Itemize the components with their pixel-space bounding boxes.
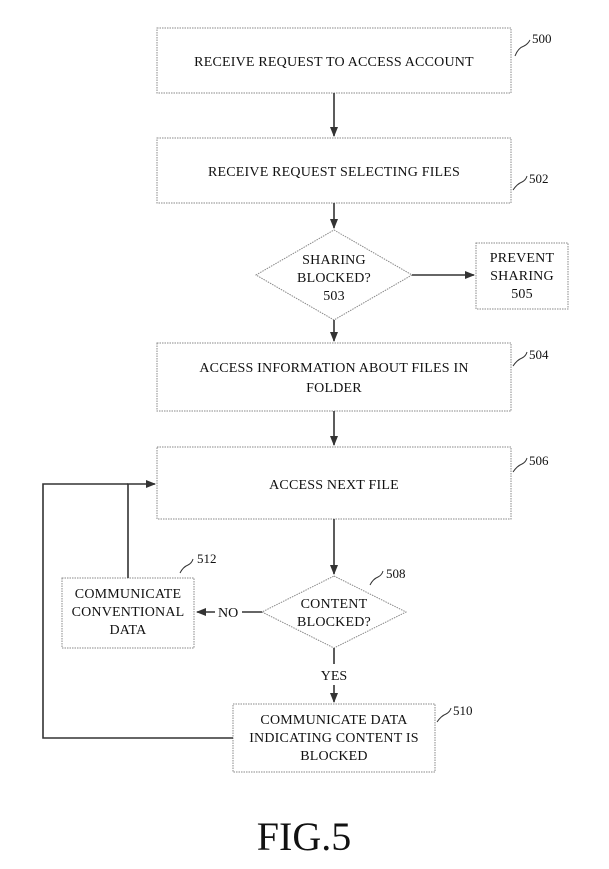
step-504-line-2: FOLDER: [306, 381, 362, 396]
step-510-box: [232, 703, 436, 773]
edge-512-506-loop: [127, 480, 156, 578]
step-502: RECEIVE REQUEST SELECTING FILES: [156, 137, 512, 204]
step-505-box: [475, 242, 569, 310]
step-500-box: [156, 27, 512, 94]
decision-503: SHARING BLOCKED? 503: [254, 229, 414, 321]
decision-508-diamond: [260, 575, 408, 649]
ref-label-510: 510: [453, 703, 473, 718]
step-504-box: [156, 342, 512, 412]
figure-label: FIG.5: [257, 814, 351, 859]
step-512-line-1: COMMUNICATE: [75, 587, 181, 602]
step-510: COMMUNICATE DATA INDICATING CONTENT IS B…: [232, 703, 436, 773]
step-502-box: [156, 137, 512, 204]
ref-506: 506: [512, 453, 549, 473]
leader-504: [512, 351, 528, 367]
decision-503-line-2: BLOCKED?: [297, 271, 371, 286]
decision-503-line-1: SHARING: [302, 253, 366, 268]
ref-label-502: 502: [529, 171, 549, 186]
leader-502: [512, 175, 528, 191]
ref-label-512: 512: [197, 551, 217, 566]
decision-508-line-2: BLOCKED?: [297, 615, 371, 630]
step-510-line-3: BLOCKED: [300, 749, 368, 764]
step-500-line-1: RECEIVE REQUEST TO ACCESS ACCOUNT: [194, 55, 474, 70]
decision-508: CONTENT BLOCKED?: [260, 575, 408, 649]
step-512-line-3: DATA: [109, 623, 147, 638]
ref-label-508: 508: [386, 566, 406, 581]
leader-512: [179, 558, 194, 574]
step-506-box: [156, 446, 512, 520]
ref-500: 500: [514, 31, 552, 57]
step-512-line-2: CONVENTIONAL: [72, 605, 185, 620]
step-500: RECEIVE REQUEST TO ACCESS ACCOUNT: [156, 27, 512, 94]
leader-510: [436, 707, 452, 723]
step-504: ACCESS INFORMATION ABOUT FILES IN FOLDER: [156, 342, 512, 412]
step-505-line-1: PREVENT: [490, 251, 555, 266]
edge-label-yes: YES: [321, 669, 347, 684]
ref-508: 508: [369, 566, 406, 586]
ref-510: 510: [436, 703, 473, 723]
step-505-line-2: SHARING: [490, 269, 554, 284]
step-502-line-1: RECEIVE REQUEST SELECTING FILES: [208, 165, 460, 180]
leader-500: [514, 39, 531, 57]
leader-506: [512, 457, 528, 473]
ref-label-504: 504: [529, 347, 549, 362]
step-510-line-1: COMMUNICATE DATA: [260, 713, 408, 728]
step-512: COMMUNICATE CONVENTIONAL DATA: [61, 577, 195, 649]
step-506-line-1: ACCESS NEXT FILE: [269, 478, 399, 493]
step-505-line-3: 505: [511, 287, 533, 302]
ref-502: 502: [512, 171, 549, 191]
decision-503-line-3: 503: [323, 289, 345, 304]
decision-508-line-1: CONTENT: [301, 597, 368, 612]
ref-512: 512: [179, 551, 217, 574]
ref-label-506: 506: [529, 453, 549, 468]
edge-510-506-loop: [42, 483, 233, 739]
step-506: ACCESS NEXT FILE: [156, 446, 512, 520]
ref-label-500: 500: [532, 31, 552, 46]
step-510-line-2: INDICATING CONTENT IS: [249, 731, 419, 746]
leader-508: [369, 570, 384, 586]
step-504-line-1: ACCESS INFORMATION ABOUT FILES IN: [199, 361, 468, 376]
ref-504: 504: [512, 347, 549, 367]
edge-label-no: NO: [218, 606, 238, 621]
step-505: PREVENT SHARING 505: [475, 242, 569, 310]
